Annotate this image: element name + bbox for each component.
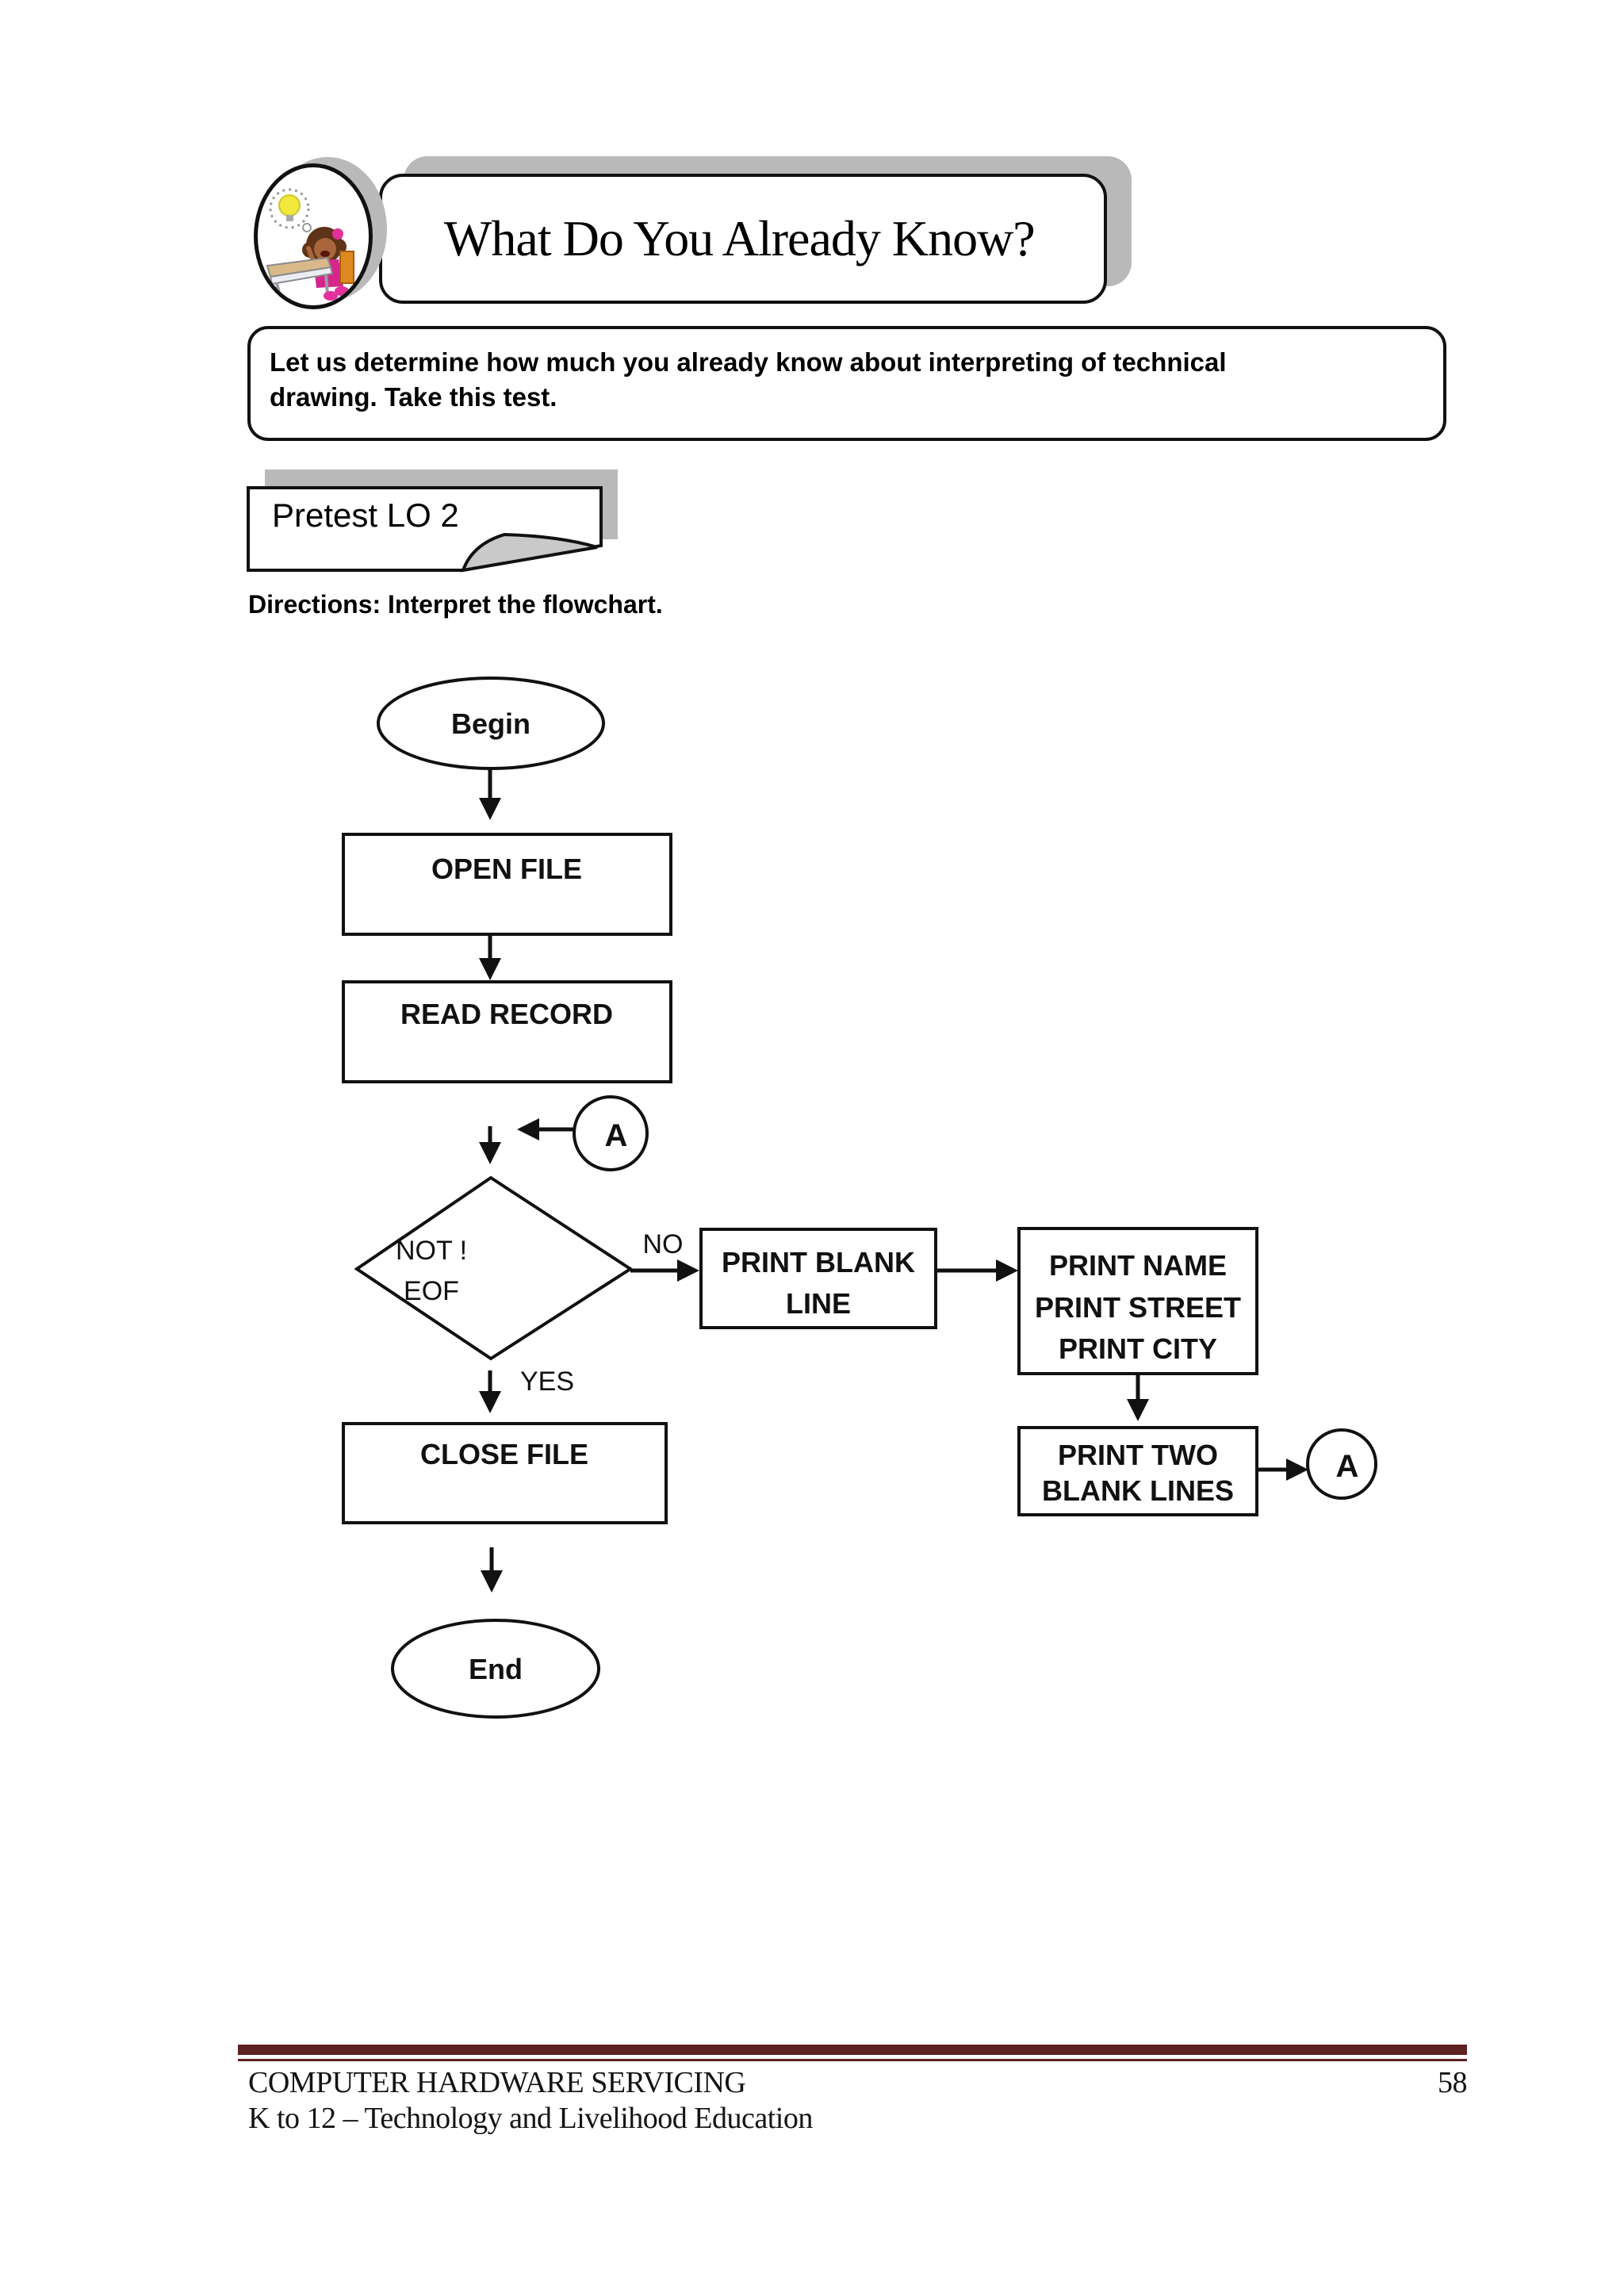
student-idea-icon [254, 163, 373, 309]
begin-terminal [377, 677, 605, 770]
edge-no-label: NO [643, 1229, 684, 1259]
print-blank-line-label-2: LINE [786, 1287, 851, 1320]
print-blank-line-label-1: PRINT BLANK [722, 1246, 915, 1278]
connector-a-top-label: A [605, 1118, 628, 1153]
arrowhead-printname-printtwo [1127, 1399, 1149, 1421]
open-file-label: OPEN FILE [431, 853, 582, 885]
edge-yes-label: YES [520, 1366, 574, 1397]
footer-course-title: COMPUTER HARDWARE SERVICING [248, 2066, 746, 2099]
decision-line-2: EOF [404, 1276, 459, 1306]
arrowhead-open-read [479, 958, 501, 980]
connector-a-right [1306, 1428, 1377, 1500]
arrowhead-read-decision [479, 1142, 501, 1164]
arrowhead-printtwo-connector [1286, 1458, 1308, 1481]
end-terminal [391, 1619, 600, 1719]
pretest-tag-fold [460, 532, 598, 573]
eof-decision [354, 1175, 634, 1361]
flowchart: Begin OPEN FILE READ RECORD A NOT ! EOF … [342, 677, 1377, 1719]
pretest-tag [247, 470, 618, 573]
arrowhead-decision-yes [479, 1391, 501, 1413]
directions-text: Directions: Interpret the flowchart. [248, 590, 663, 619]
instruction-box: Let us determine how much you already kn… [247, 326, 1446, 441]
print-name-label-1: PRINT NAME [1049, 1249, 1227, 1282]
page-title: What Do You Already Know? [444, 210, 1036, 266]
connector-a-right-label: A [1336, 1449, 1359, 1484]
print-name-process [1017, 1227, 1258, 1375]
open-file-process [342, 833, 672, 936]
arrowhead-close-end [481, 1570, 503, 1593]
end-label: End [469, 1653, 523, 1685]
close-file-label: CLOSE FILE [420, 1438, 588, 1470]
print-two-process [1017, 1426, 1258, 1516]
connector-a-top [573, 1095, 649, 1171]
arrowhead-begin-open [479, 798, 501, 820]
arrowhead-connector-a-in [517, 1118, 539, 1140]
student-lightbulb-drawing [266, 188, 354, 303]
instruction-text: Let us determine how much you already kn… [270, 347, 1227, 412]
print-name-label-2: PRINT STREET [1035, 1291, 1241, 1324]
arrowhead-decision-no [677, 1259, 699, 1282]
read-record-process [342, 980, 672, 1083]
print-blank-line-process [699, 1228, 937, 1329]
close-file-process [342, 1422, 668, 1524]
footer-rule-thick [238, 2045, 1467, 2055]
print-name-label-3: PRINT CITY [1059, 1332, 1217, 1365]
page-number: 58 [1438, 2066, 1468, 2099]
pretest-label: Pretest LO 2 [272, 496, 459, 534]
begin-label: Begin [451, 707, 530, 740]
print-two-label-1: PRINT TWO [1058, 1439, 1218, 1471]
print-two-label-2: BLANK LINES [1042, 1474, 1234, 1507]
footer-subtitle: K to 12 – Technology and Livelihood Educ… [248, 2102, 813, 2135]
footer-rule-thin [238, 2059, 1467, 2061]
decision-line-1: NOT ! [396, 1236, 467, 1266]
read-record-label: READ RECORD [400, 998, 613, 1030]
title-banner: What Do You Already Know? [379, 174, 1107, 304]
arrowhead-printblank-printname [996, 1259, 1018, 1282]
